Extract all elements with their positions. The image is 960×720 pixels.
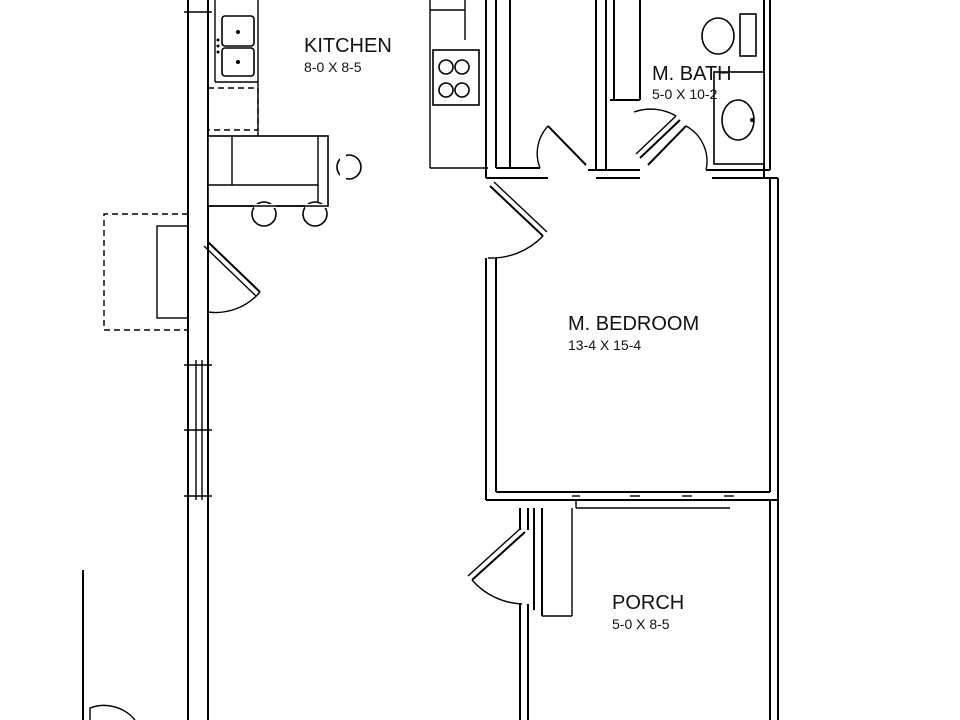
bar-stools-icon: [208, 152, 362, 227]
room-name-porch: PORCH: [612, 592, 684, 614]
room-dims-m-bath: 5-0 X 10-2: [652, 86, 718, 102]
bedroom-door-icon: [487, 181, 548, 259]
room-name-m-bedroom: M. BEDROOM: [568, 313, 699, 335]
porch-door-icon: [467, 527, 526, 605]
closet-doors-icon: [536, 125, 708, 171]
far-left-door-swing-icon: [89, 704, 136, 720]
room-name-m-bath: M. BATH: [652, 63, 732, 85]
porch-walls: [519, 508, 573, 720]
kitchen-counter: [207, 0, 259, 136]
island-counter: [207, 135, 329, 207]
range-stove-icon: [429, 0, 488, 169]
side-door-frame: [156, 225, 189, 319]
room-dims-m-bedroom: 13-4 X 15-4: [568, 337, 641, 353]
bedroom-walls: [485, 178, 779, 720]
toilet-icon: [701, 13, 757, 57]
room-dims-kitchen: 8-0 X 8-5: [304, 59, 362, 75]
interior-walls: [485, 0, 778, 179]
vanity-sink-icon: [713, 71, 765, 165]
side-door-icon: [203, 241, 261, 314]
bath-door-icon: [633, 108, 681, 159]
exterior-stoop: [103, 213, 188, 331]
double-sink-icon: [216, 15, 255, 77]
room-dims-porch: 5-0 X 8-5: [612, 616, 670, 632]
room-name-kitchen: KITCHEN: [304, 35, 392, 57]
